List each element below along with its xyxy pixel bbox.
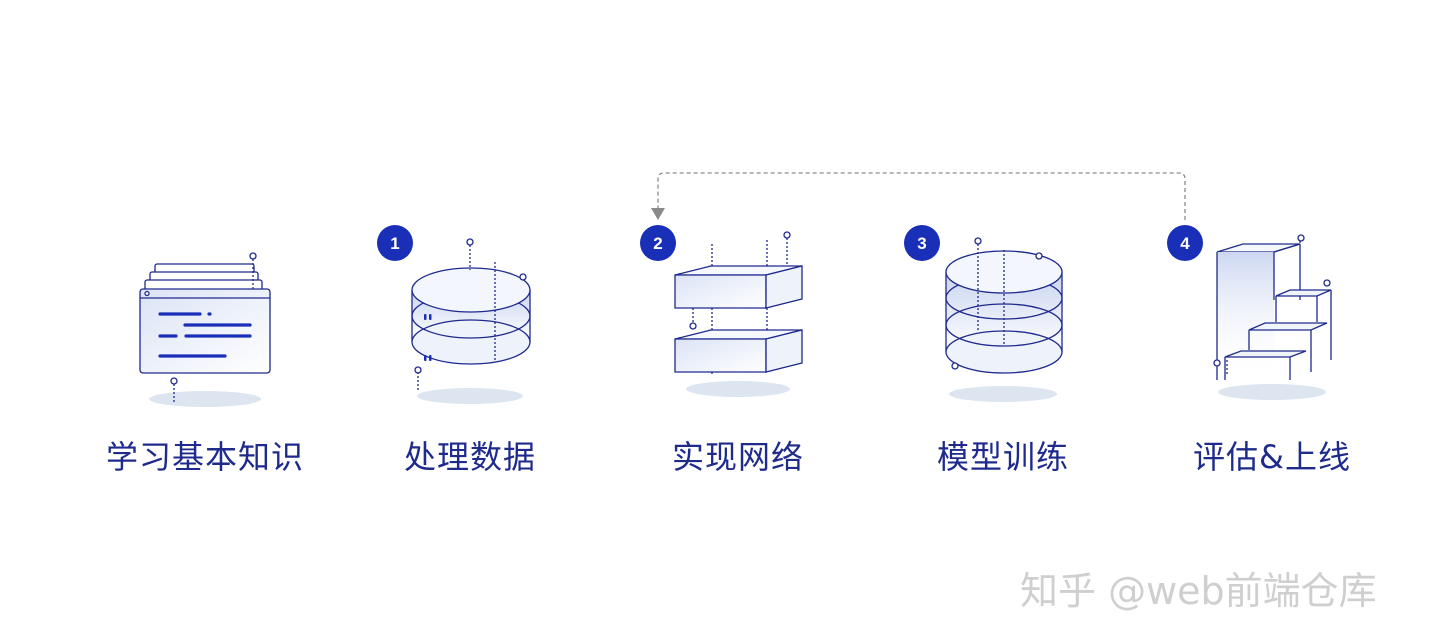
svg-text:1: 1: [390, 234, 399, 253]
document-stack-icon: [139, 252, 271, 407]
data-rings-icon: [411, 238, 531, 404]
stage-label-train-model: 模型训练: [936, 438, 1069, 476]
step-badge-3: 3: [904, 225, 940, 261]
step-badge-1: 1: [377, 225, 413, 261]
feedback-connector: [651, 172, 1186, 220]
svg-text:2: 2: [653, 234, 662, 253]
arrowhead-icon: [651, 208, 665, 220]
training-rings-icon: [945, 237, 1063, 402]
stage-label-learn-basics: 学习基本知识: [105, 438, 304, 476]
stage-label-process-data: 处理数据: [403, 438, 536, 476]
watermark: 知乎 @web前端仓库: [1020, 569, 1377, 613]
svg-text:4: 4: [1180, 234, 1190, 253]
stage-label-build-network: 实现网络: [671, 438, 804, 476]
network-blocks-icon: [674, 231, 803, 397]
evaluation-bars-icon: [1213, 234, 1332, 400]
step-badge-2: 2: [640, 225, 676, 261]
stage-label-evaluate-deploy: 评估&上线: [1193, 438, 1351, 476]
svg-text:3: 3: [917, 234, 926, 253]
step-badge-4: 4: [1167, 225, 1203, 261]
